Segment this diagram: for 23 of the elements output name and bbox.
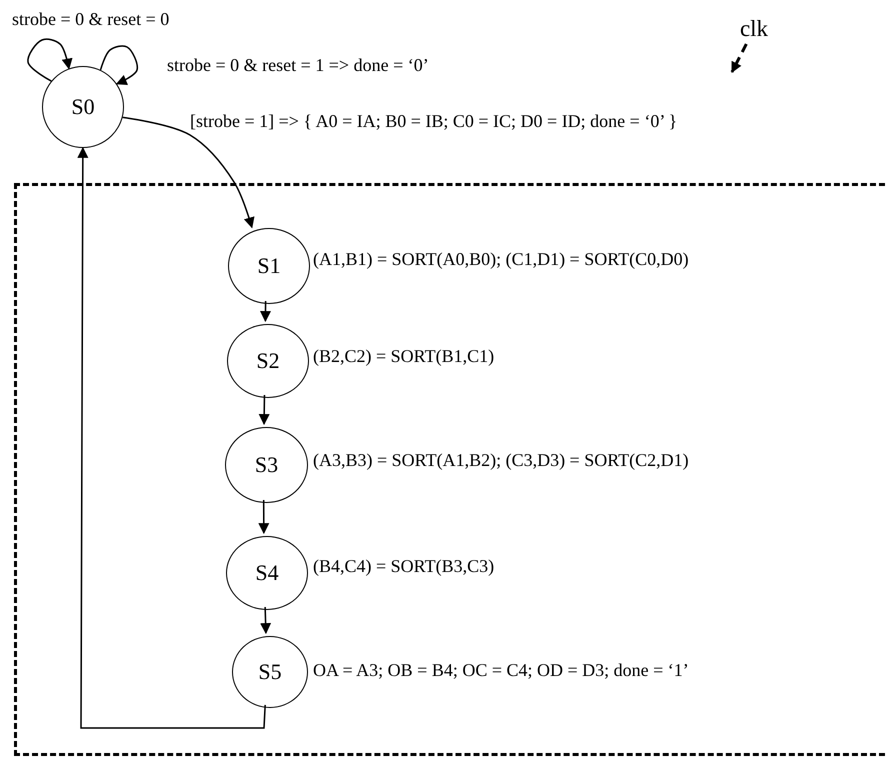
state-action-text: (B2,C2) = SORT(B1,C1)	[313, 347, 494, 367]
state-circle: S0	[42, 66, 124, 148]
transition-arrow	[122, 116, 254, 228]
state-circle: S5	[232, 636, 308, 708]
state-circle: S4	[226, 536, 308, 610]
state-action-text: (A1,B1) = SORT(A0,B0); (C1,D1) = SORT(C0,D0)	[313, 250, 689, 270]
clock-label: clk	[736, 14, 772, 44]
state-circle: S3	[225, 427, 308, 503]
transition-arrow	[27, 38, 72, 82]
transition-label: [strobe = 1] => { A0 = IA; B0 = IB; C0 = IC; D0 = ID; done = ‘0’ }	[190, 112, 678, 132]
transition-arrow	[260, 606, 272, 634]
transition-arrow	[100, 45, 138, 85]
transition-arrow	[258, 394, 270, 426]
state-group-box	[14, 183, 886, 756]
transition-arrow	[77, 146, 266, 729]
state-circle: S1	[228, 228, 310, 304]
state-circle: S2	[227, 324, 309, 398]
state-action-text: OA = A3; OB = B4; OC = C4; OD = D3; done = ‘1’	[313, 661, 689, 681]
dashed-arrow	[730, 43, 748, 73]
state-action-text: (B4,C4) = SORT(B3,C3)	[313, 557, 494, 577]
state-action-text: (A3,B3) = SORT(A1,B2); (C3,D3) = SORT(C2,D1)	[313, 451, 689, 471]
transition-arrow	[260, 301, 271, 322]
transition-arrow	[258, 500, 270, 534]
